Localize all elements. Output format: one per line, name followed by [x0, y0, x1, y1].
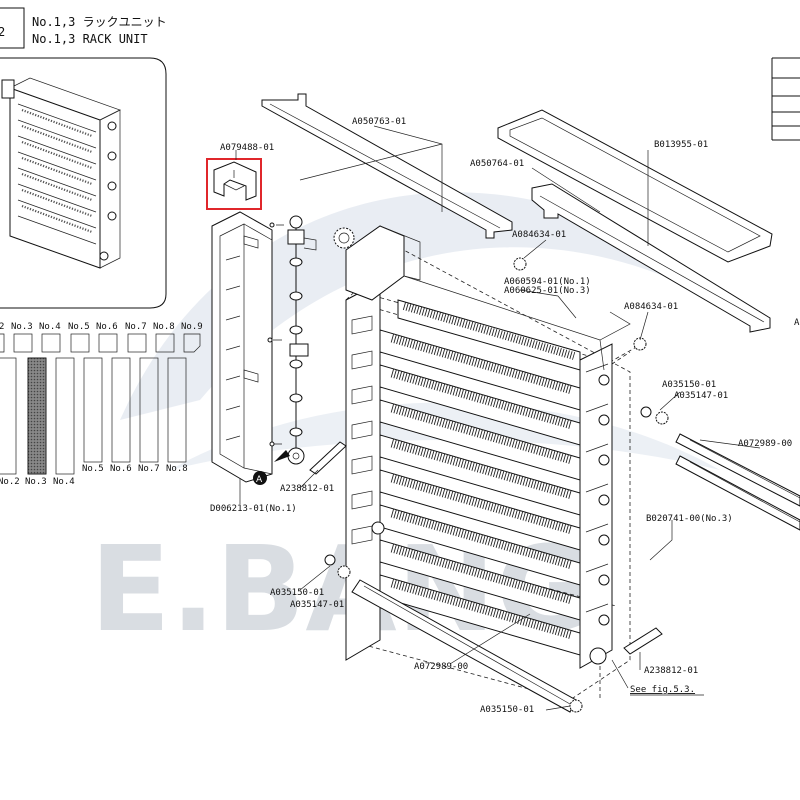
label-a079488: A079488-01	[220, 143, 274, 153]
vertical-shaft-assembly: A	[253, 215, 317, 485]
section-number: 2	[0, 25, 5, 39]
position-top-label-1: No.3	[11, 322, 33, 332]
position-bottom-right-1: No.6	[110, 464, 132, 474]
left-side-plate	[211, 211, 273, 483]
label-a084634-right: A084634-01	[624, 302, 678, 312]
position-top-label-5: No.7	[125, 322, 147, 332]
section-number-box	[0, 7, 25, 49]
slot-no8	[167, 357, 187, 463]
position-bottom-left-1: No.3	[25, 477, 47, 487]
top-cover-frame	[497, 109, 773, 263]
position-top-label-7: No.9	[181, 322, 203, 332]
label-a060594: A060594-01(No.1)	[504, 277, 591, 287]
label-b020741: B020741-00(No.3)	[646, 514, 733, 524]
label-see-fig[interactable]: See fig.5.3.	[630, 685, 695, 695]
position-top-label-0: 2	[0, 322, 4, 332]
label-a035150-right: A035150-01	[662, 380, 716, 390]
belt-left	[309, 441, 347, 475]
position-bottom-right-3: No.8	[166, 464, 188, 474]
slot-no3-texture	[27, 357, 47, 475]
position-top-label-2: No.4	[39, 322, 61, 332]
position-top-label-3: No.5	[68, 322, 90, 332]
title-english: No.1,3 RACK UNIT	[32, 32, 148, 46]
top-drive-block	[333, 225, 631, 371]
position-bottom-right-0: No.5	[82, 464, 104, 474]
part-labels: A079488-01 A050763-01 B013955-01 A050764…	[210, 117, 800, 715]
inset-frame	[0, 57, 167, 309]
position-bottom-left-2: No.4	[53, 477, 75, 487]
title-block: 2 No.1,3 ラックユニット No.1,3 RACK UNIT	[0, 7, 167, 49]
label-a035150-left: A035150-01	[270, 588, 324, 598]
slot-no2	[0, 357, 17, 475]
label-b013955: B013955-01	[654, 140, 708, 150]
nut-top	[513, 257, 527, 271]
belt-right	[623, 627, 663, 655]
position-top-label-6: No.8	[153, 322, 175, 332]
position-bottom-left-0: No.2	[0, 477, 20, 487]
slot-no5	[83, 357, 103, 463]
rack-plates	[379, 299, 581, 656]
overview-inset	[0, 57, 167, 309]
slot-no4	[55, 357, 75, 475]
watermark-swoosh	[120, 192, 760, 420]
position-top-label-4: No.6	[96, 322, 118, 332]
slot-no6	[111, 357, 131, 463]
label-a050764: A050764-01	[470, 159, 524, 169]
label-a238812-right: A238812-01	[644, 666, 698, 676]
gears-bottom-left	[324, 554, 351, 579]
marker-a-letter: A	[256, 475, 263, 485]
arrow-marker	[274, 450, 290, 462]
label-d006213: D006213-01(No.1)	[210, 504, 297, 514]
label-a084634-top: A084634-01	[512, 230, 566, 240]
bracket-a079488	[206, 158, 262, 210]
label-a072989-right: A072989-00	[738, 439, 792, 449]
leader-lines	[235, 125, 761, 711]
roller-bottom	[351, 579, 583, 713]
title-japanese: No.1,3 ラックユニット	[32, 15, 167, 29]
reference-table-stub	[771, 57, 800, 141]
gears-right	[633, 337, 669, 425]
position-strip: 2 No.3 No.4 No.5 No.6 No.7 No.8 No.9 No.…	[0, 322, 203, 487]
rollers-right	[675, 433, 800, 531]
label-a072989-bottom: A072989-00	[414, 662, 468, 672]
cover-bar	[531, 183, 771, 333]
label-a050763: A050763-01	[352, 117, 406, 127]
top-guide-rail	[261, 93, 513, 239]
position-bottom-right-2: No.7	[138, 464, 160, 474]
label-a060625: A060625-01(No.3)	[504, 286, 591, 296]
rack-right-side	[579, 343, 613, 669]
label-a035150-bottom: A035150-01	[480, 705, 534, 715]
marker-a-circle	[253, 471, 267, 485]
label-a035147-right: A035147-01	[674, 391, 728, 401]
label-edge-a: A	[794, 318, 800, 328]
label-a238812-left: A238812-01	[280, 484, 334, 494]
inset-rack-illustration	[1, 77, 121, 269]
label-a035147-left: A035147-01	[290, 600, 344, 610]
highlight-box	[206, 158, 262, 210]
slot-no7	[139, 357, 159, 463]
